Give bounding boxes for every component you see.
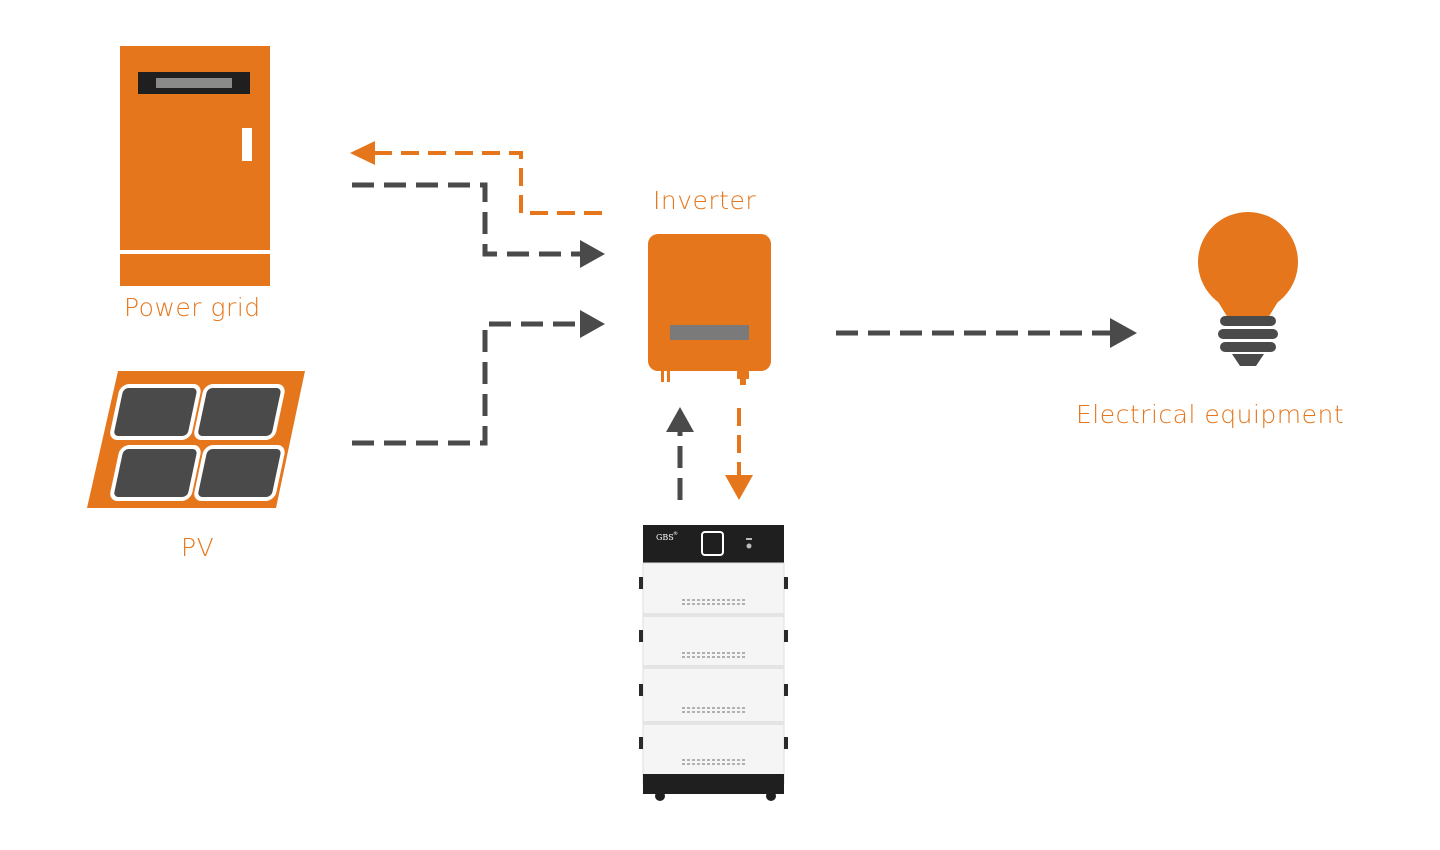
- power-grid-icon: [120, 46, 270, 286]
- power-grid-label: Power grid: [124, 293, 261, 322]
- battery-icon: GBS ®: [639, 525, 788, 801]
- flow-inverter-to-battery: [725, 408, 753, 500]
- flow-battery-to-inverter: [666, 407, 694, 500]
- arrow-head-to-grid: [350, 141, 375, 165]
- battery-brand-label: GBS: [656, 533, 674, 542]
- arrow-head-grid-in: [580, 240, 605, 268]
- inverter-icon: [648, 234, 771, 385]
- flow-pv-to-inverter: [352, 310, 605, 446]
- pv-label: PV: [181, 533, 215, 562]
- inverter-label: Inverter: [653, 186, 757, 215]
- arrow-head-battery-up: [666, 407, 694, 432]
- flow-grid-to-inverter: [352, 182, 605, 268]
- light-bulb-icon: [1198, 212, 1298, 366]
- pv-panel-icon: [87, 371, 305, 508]
- electrical-equipment-label: Electrical equipment: [1076, 400, 1345, 429]
- arrow-head-equipment: [1110, 318, 1137, 348]
- flow-inverter-to-equipment: [836, 318, 1137, 348]
- battery-brand-mark: ®: [673, 530, 678, 537]
- arrow-head-battery-down: [725, 475, 753, 500]
- arrow-head-pv-in: [580, 310, 605, 338]
- flow-inverter-to-grid: [350, 141, 602, 215]
